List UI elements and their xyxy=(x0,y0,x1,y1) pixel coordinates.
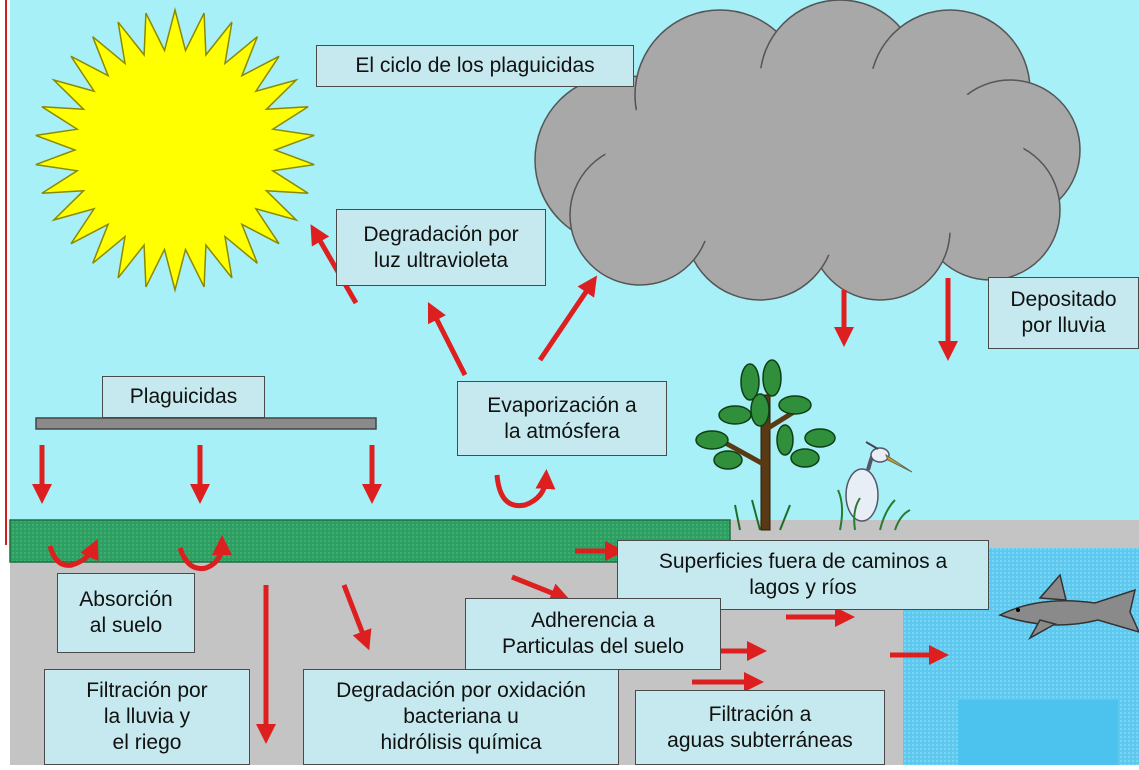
label-deposited-by-rain: Depositado por lluvia xyxy=(988,277,1139,349)
label-groundwater: Filtración a aguas subterráneas xyxy=(635,690,885,765)
tree-icon xyxy=(695,359,836,531)
filtration-line-3: el riego xyxy=(112,731,182,754)
label-absorption: Absorción al suelo xyxy=(57,573,195,653)
water-deep xyxy=(958,700,1118,765)
arrow-oxidation xyxy=(341,584,372,651)
adherence-line-2: Particulas del suelo xyxy=(501,635,685,658)
absorption-line-2: al suelo xyxy=(89,614,163,637)
spray-bar xyxy=(35,417,377,430)
curve-absorb-2 xyxy=(177,535,232,572)
curve-evap xyxy=(494,469,556,509)
filtration-line-1: Filtración por xyxy=(86,679,208,702)
label-filtration-rain: Filtración por la lluvia y el riego xyxy=(44,669,250,765)
shark-icon xyxy=(998,573,1139,640)
heron-icon xyxy=(837,441,913,531)
surface-line-2: lagos y ríos xyxy=(749,576,857,599)
evap-line-2: la atmósfera xyxy=(504,419,620,443)
curved-arrows xyxy=(47,469,556,572)
label-oxidation: Degradación por oxidación bacteriana u h… xyxy=(303,669,619,765)
deposit-line-1: Depositado xyxy=(1010,288,1117,311)
cloud-fill xyxy=(605,65,1025,255)
oxidation-line-1: Degradación por oxidación xyxy=(336,679,586,702)
label-uv-degradation: Degradación por luz ultravioleta xyxy=(336,209,546,286)
label-pesticides: Plaguicidas xyxy=(102,376,265,418)
deposit-line-2: por lluvia xyxy=(1021,314,1106,337)
filtration-line-2: la lluvia y xyxy=(103,705,191,728)
arrow-evap-to-cloud xyxy=(537,275,598,362)
label-evaporation: Evaporización a la atmósfera xyxy=(457,381,667,456)
evap-line-1: Evaporización a xyxy=(487,393,637,417)
sun-icon xyxy=(35,7,315,293)
arrow-evap-to-uv xyxy=(427,301,468,377)
surface-line-1: Superficies fuera de caminos a xyxy=(658,550,948,573)
uv-line-1: Degradación por xyxy=(363,222,519,246)
oxidation-line-2: bacteriana u xyxy=(403,705,519,728)
groundwater-line-1: Filtración a xyxy=(708,702,812,726)
absorption-line-1: Absorción xyxy=(79,588,173,611)
adherence-line-1: Adherencia a xyxy=(531,609,655,632)
arrow-adherence xyxy=(511,574,571,603)
groundwater-line-2: aguas subterráneas xyxy=(667,728,853,752)
uv-line-2: luz ultravioleta xyxy=(373,248,509,272)
oxidation-line-3: hidrólisis química xyxy=(380,731,542,754)
diagram-title: El ciclo de los plaguicidas xyxy=(316,45,634,87)
arrow-uv-left xyxy=(310,224,359,305)
label-adherence: Adherencia a Particulas del suelo xyxy=(465,598,721,670)
curve-absorb-1 xyxy=(47,538,99,568)
label-surface-runoff: Superficies fuera de caminos a lagos y r… xyxy=(617,540,989,610)
